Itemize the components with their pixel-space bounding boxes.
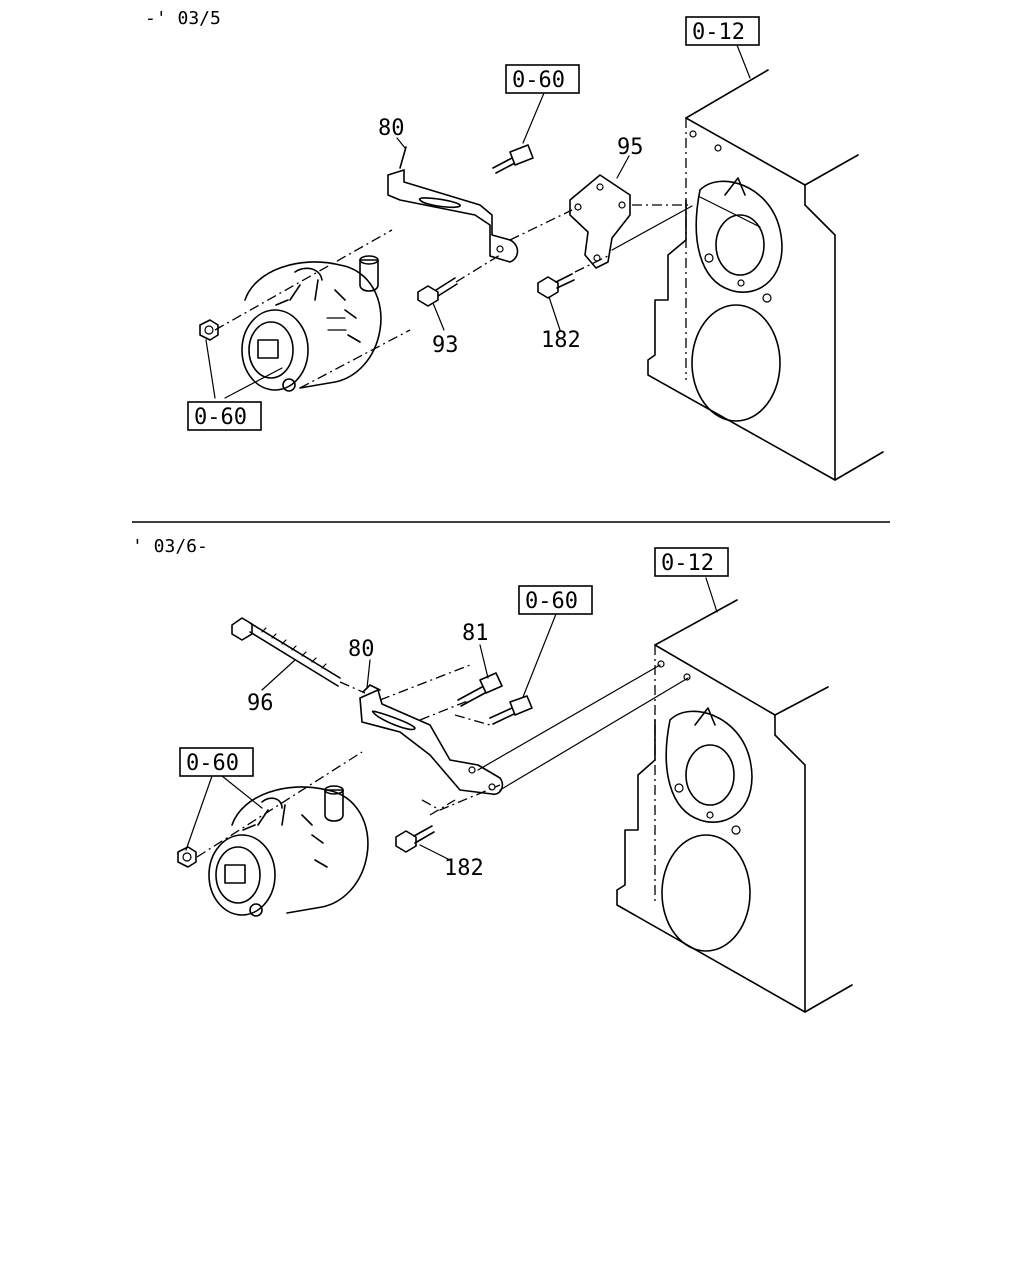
bolt-182-top xyxy=(537,273,575,299)
ref-box-bolt-top[interactable] xyxy=(505,64,580,94)
alternator-top xyxy=(241,255,382,392)
ref-bolt-bottom[interactable]: 0-60 xyxy=(525,589,578,614)
nut-bottom xyxy=(177,846,197,868)
period-label-top: -' 03/5 xyxy=(145,8,221,29)
section-bottom: ' 03/6- xyxy=(132,536,853,1013)
ref-nut-bottom[interactable]: 0-60 xyxy=(186,751,239,776)
ref-box-nut-top[interactable] xyxy=(187,401,262,431)
ref-box-bolt-bottom[interactable] xyxy=(518,585,593,615)
ref-box-engine-bottom[interactable] xyxy=(654,547,729,577)
alternator-bottom xyxy=(208,785,369,917)
bolt-93 xyxy=(417,277,458,307)
part-95-top[interactable]: 95 xyxy=(617,135,644,160)
long-bolt-96 xyxy=(231,617,341,687)
bracket-80-bottom xyxy=(359,684,504,796)
bolt-182-bottom xyxy=(395,825,435,853)
ref-engine-bottom[interactable]: 0-12 xyxy=(661,551,714,576)
engine-block-bottom xyxy=(616,599,853,1013)
ref-nut-top[interactable]: 0-60 xyxy=(194,405,247,430)
ref-bolt-top[interactable]: 0-60 xyxy=(512,68,565,93)
part-93-top[interactable]: 93 xyxy=(432,333,459,358)
part-182-bottom[interactable]: 182 xyxy=(444,856,484,881)
part-81-bottom[interactable]: 81 xyxy=(462,621,489,646)
stud-bolt-bottom xyxy=(489,695,533,725)
ref-box-engine-top[interactable] xyxy=(685,16,760,46)
stud-bolt-top xyxy=(492,144,534,174)
nut-top xyxy=(199,319,219,341)
bolt-81 xyxy=(457,672,503,707)
part-96-bottom[interactable]: 96 xyxy=(247,691,274,716)
ref-box-nut-bottom[interactable] xyxy=(179,747,254,777)
ref-engine-top[interactable]: 0-12 xyxy=(692,20,745,45)
section-top: -' 03/5 xyxy=(145,8,884,481)
part-80-top[interactable]: 80 xyxy=(378,116,405,141)
part-182-top[interactable]: 182 xyxy=(541,328,581,353)
part-80-bottom[interactable]: 80 xyxy=(348,637,375,662)
bracket-95-top xyxy=(569,174,631,269)
bracket-80-top xyxy=(387,146,519,263)
period-label-bottom: ' 03/6- xyxy=(132,536,208,557)
engine-block-top xyxy=(647,69,884,481)
